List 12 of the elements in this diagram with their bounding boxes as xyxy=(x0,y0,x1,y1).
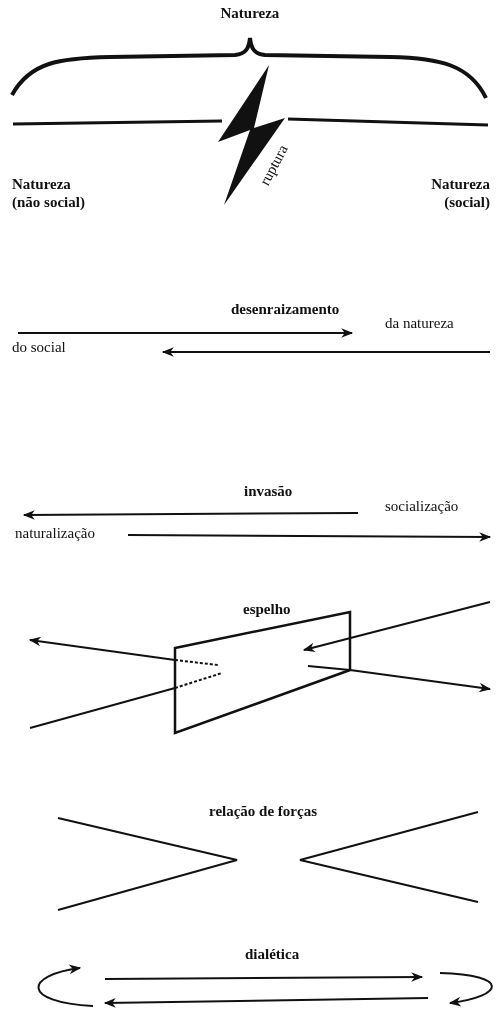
term-label: socialização xyxy=(385,497,459,515)
figure-label: dialética xyxy=(245,945,300,963)
term-label: do social xyxy=(12,338,66,356)
term-label: naturalização xyxy=(15,524,95,542)
figure-label: relação de forças xyxy=(209,802,318,820)
arrow-label: invasão xyxy=(244,482,293,500)
heading: Natureza xyxy=(220,4,280,22)
side-label: Natureza (não social) xyxy=(12,175,86,211)
side-label: Natureza (social) xyxy=(430,175,490,211)
term-label: da natureza xyxy=(385,314,454,332)
arrow-label: desenraizamento xyxy=(231,300,340,318)
figure-label: espelho xyxy=(243,600,291,618)
